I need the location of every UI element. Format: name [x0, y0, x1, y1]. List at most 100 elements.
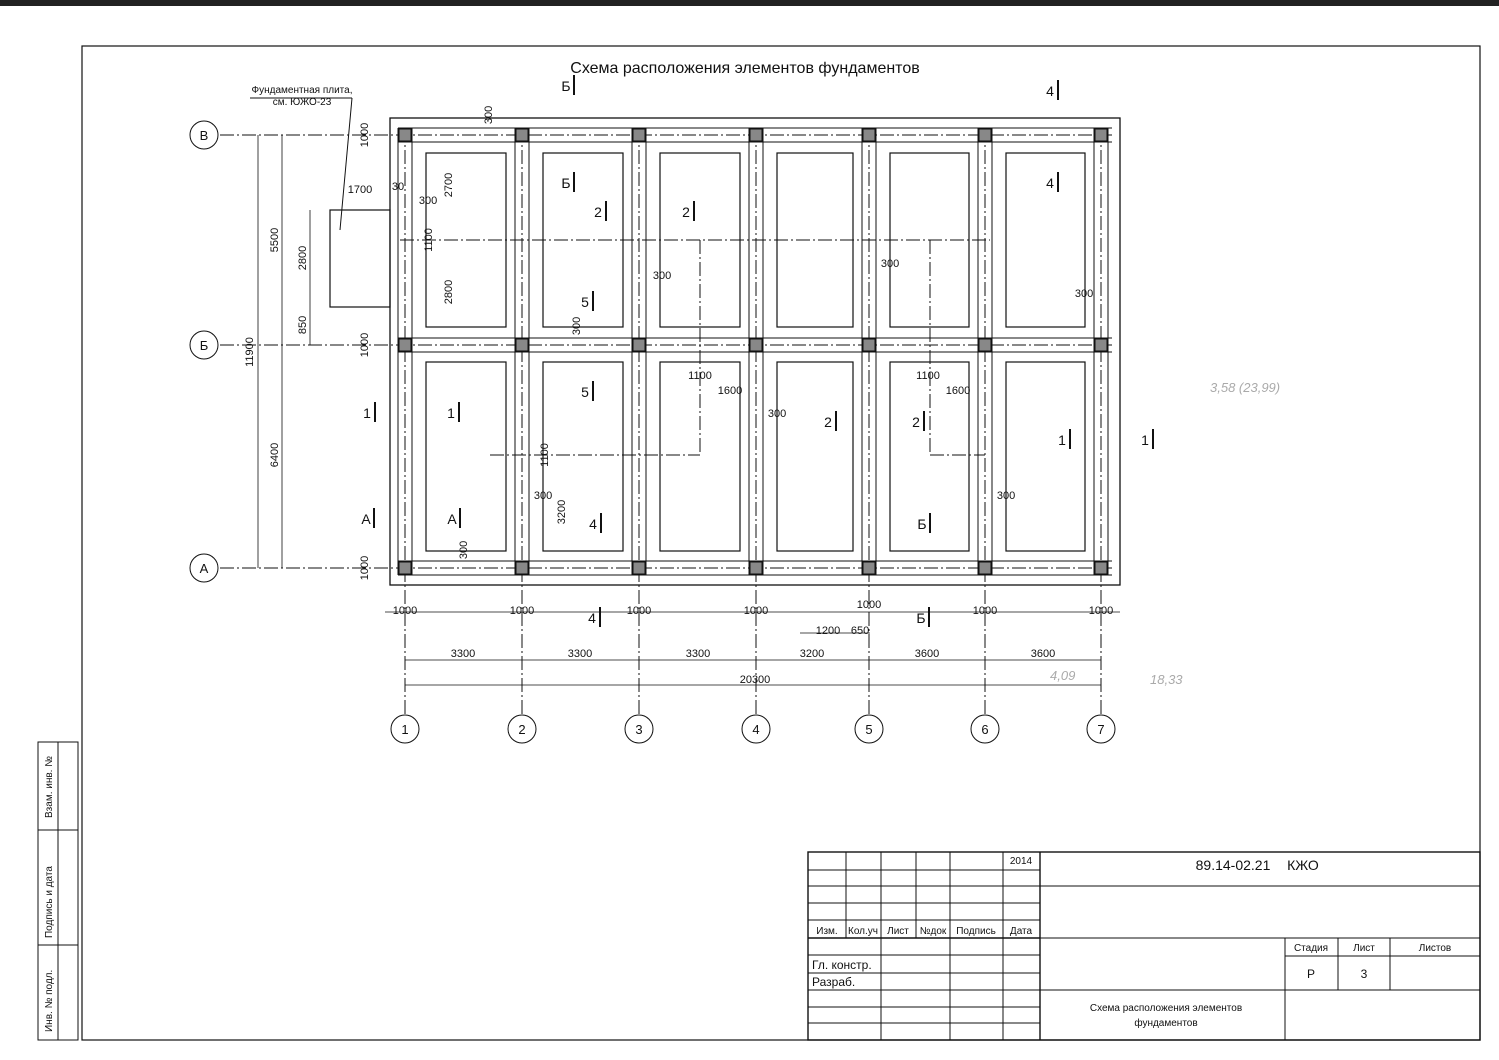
column	[749, 561, 763, 575]
section-mark: 2	[594, 204, 602, 220]
tb-name-2: фундаментов	[1134, 1017, 1197, 1029]
section-mark: 5	[581, 384, 589, 400]
dimension-value: 1100	[423, 228, 435, 252]
tb-col-doc: №док	[920, 926, 947, 937]
section-mark: 2	[824, 414, 832, 430]
dimension-value: 1000	[359, 556, 371, 580]
drawing-title: Схема расположения элементов фундаментов	[570, 60, 919, 77]
scan-edge	[0, 0, 1499, 6]
dimension-value: 650	[851, 625, 869, 637]
column	[862, 338, 876, 352]
dimension-value: 300	[483, 106, 495, 124]
foundation-outline	[389, 117, 1121, 586]
section-mark: 1	[363, 405, 371, 421]
dimension-value: 1600	[718, 385, 742, 397]
axis-bubble	[854, 714, 884, 744]
section-mark: 1	[447, 405, 455, 421]
dimension-value: 3200	[800, 648, 824, 660]
tb-role-developer: Разраб.	[812, 975, 855, 989]
dimension-value: 300	[458, 541, 470, 559]
handwritten-note: 4,09	[1050, 668, 1075, 683]
axis-bubble	[1086, 714, 1116, 744]
dimension-value: 11900	[244, 337, 256, 367]
column	[978, 338, 992, 352]
dimension-value: 2800	[443, 280, 455, 304]
dimension-value: 1100	[539, 443, 551, 467]
column	[1094, 561, 1108, 575]
stamp-signature-date: Подпись и дата	[44, 866, 55, 938]
section-mark: 2	[682, 204, 690, 220]
dimension-value: 1000	[973, 605, 997, 617]
column	[398, 561, 412, 575]
handwritten-note: 18,33	[1150, 672, 1183, 687]
axis-label-column: 5	[865, 722, 872, 737]
section-mark: 1	[1058, 432, 1066, 448]
dimension-value: 1000	[857, 599, 881, 611]
tb-stage: Р	[1307, 967, 1315, 981]
tb-stage-label: Стадия	[1294, 943, 1328, 954]
section-mark: 4	[1046, 175, 1054, 191]
slab-panel	[542, 361, 624, 552]
dimension-value: 1000	[1089, 605, 1113, 617]
dimension-value: 3300	[568, 648, 592, 660]
section-mark: Б	[916, 610, 925, 626]
slab-panel	[425, 361, 507, 552]
axis-label-column: 4	[752, 722, 759, 737]
column	[515, 338, 529, 352]
dimension-value: 1100	[688, 370, 712, 382]
section-mark: 4	[1046, 83, 1054, 99]
axis-bubble	[741, 714, 771, 744]
dimension-value: 3300	[451, 648, 475, 660]
slab-panel	[776, 361, 854, 552]
dimension-value: 1000	[359, 333, 371, 357]
column	[862, 128, 876, 142]
section-mark: 5	[581, 294, 589, 310]
dimension-value: 2800	[297, 246, 309, 270]
section-mark: 1	[1141, 432, 1149, 448]
dimension-value: 1000	[359, 123, 371, 147]
dimension-value: 3300	[686, 648, 710, 660]
tb-name-1: Схема расположения элементов	[1090, 1003, 1242, 1014]
axis-label-column: 1	[401, 722, 408, 737]
axis-label-column: 6	[981, 722, 988, 737]
tb-mark: КЖО	[1287, 857, 1319, 873]
title-block-text: 2014 89.14-02.21 КЖО Изм. Кол.уч Лист №д…	[812, 856, 1451, 1029]
handwritten-note: 3,58 (23,99)	[1210, 380, 1280, 395]
dimension-value: 300	[534, 490, 552, 502]
axis-bubble	[624, 714, 654, 744]
tb-sheet-label: Лист	[1353, 943, 1375, 954]
column	[632, 561, 646, 575]
column	[632, 338, 646, 352]
column	[515, 561, 529, 575]
stamp-replaced-inv: Взам. инв. №	[44, 756, 55, 818]
tb-code: 89.14-02.21	[1196, 857, 1271, 873]
column	[1094, 338, 1108, 352]
tb-role-chief: Гл. констр.	[812, 958, 872, 972]
tb-sheet: 3	[1361, 967, 1368, 981]
dimension-value: 1000	[627, 605, 651, 617]
plan-geometry	[189, 75, 1154, 744]
section-mark: Б	[917, 516, 926, 532]
dimension-value: 850	[297, 316, 309, 334]
dimension-value: 300	[881, 258, 899, 270]
tb-col-date: Дата	[1010, 926, 1033, 937]
column	[398, 128, 412, 142]
dimension-value: 300	[1075, 288, 1093, 300]
foundation-plate	[329, 209, 391, 308]
section-mark: 2	[912, 414, 920, 430]
axis-bubble	[189, 120, 219, 150]
column	[632, 128, 646, 142]
slab-panel	[1005, 361, 1086, 552]
dimension-value: 1000	[393, 605, 417, 617]
column	[978, 561, 992, 575]
dimension-value: 1700	[348, 184, 372, 196]
axis-label-column: 7	[1097, 722, 1104, 737]
axis-label-row: А	[200, 561, 209, 576]
slab-panel	[1005, 152, 1086, 328]
axis-label-row: Б	[200, 338, 209, 353]
section-mark: А	[361, 511, 371, 527]
dimension-value: 300	[653, 270, 671, 282]
axis-bubble	[189, 330, 219, 360]
